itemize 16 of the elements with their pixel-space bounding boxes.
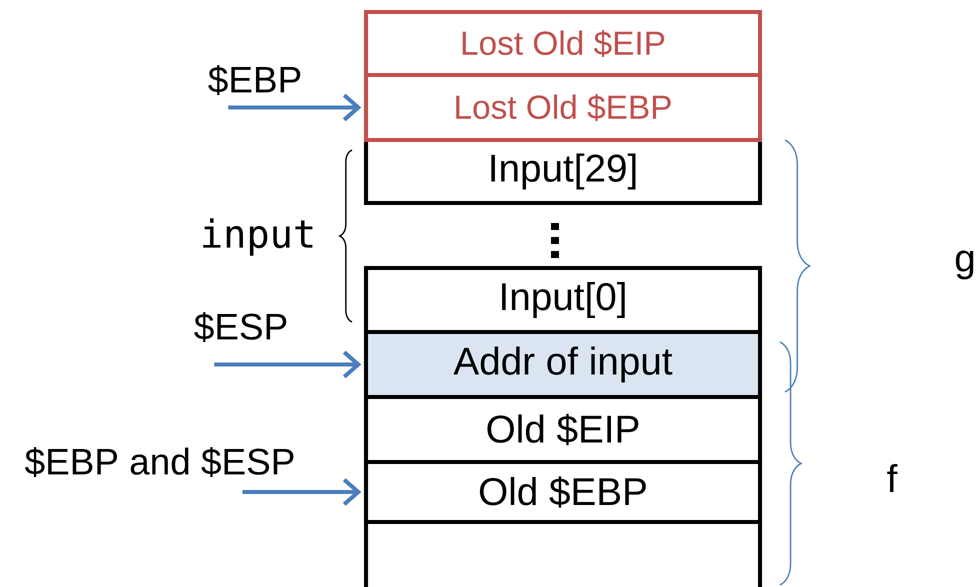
brace-label: g bbox=[956, 250, 974, 280]
stack-cell: Lost Old $EBP bbox=[364, 72, 762, 142]
stack-cell: Old $EBP bbox=[364, 460, 762, 524]
arrow bbox=[242, 478, 362, 506]
pointer-label: $EBP and $ESP bbox=[24, 447, 294, 477]
brace-label: input bbox=[203, 218, 312, 256]
arrow bbox=[214, 350, 362, 378]
pointer-label: $EBP bbox=[208, 65, 300, 95]
stack-cell: Input[29] bbox=[364, 138, 762, 206]
stack-cell: Lost Old $EIP bbox=[364, 10, 762, 78]
arrow bbox=[228, 94, 362, 122]
pointer-label: $ESP bbox=[194, 312, 286, 342]
brace-label: f bbox=[887, 464, 898, 492]
stack-cell: Addr of input bbox=[364, 330, 762, 400]
stack-cell: Old $EIP bbox=[364, 395, 762, 464]
stack-cell bbox=[364, 520, 762, 587]
